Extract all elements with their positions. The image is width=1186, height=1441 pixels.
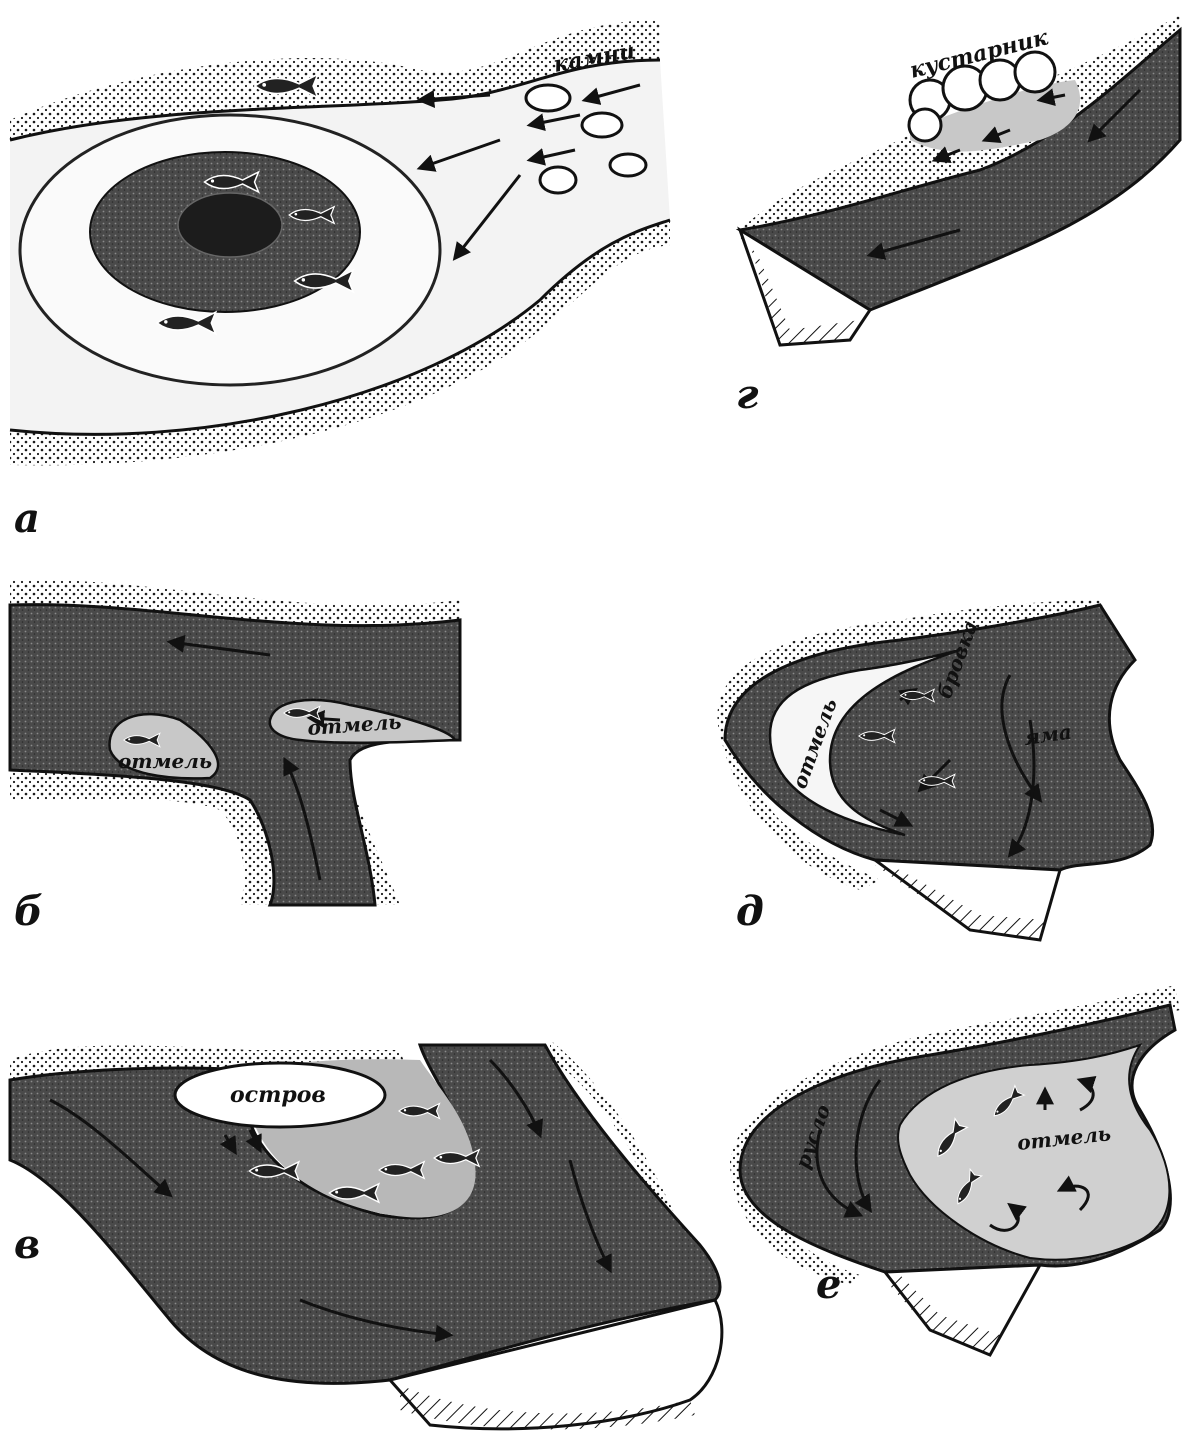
panel-a: камни а — [10, 20, 670, 542]
panel-v: остров в — [10, 1040, 722, 1429]
stone-icon — [610, 154, 646, 176]
label-island: остров — [230, 1082, 326, 1108]
pool-deepest-a — [178, 193, 282, 257]
panel-g: кустарник г — [736, 15, 1180, 418]
panel-letter-a: а — [14, 495, 40, 542]
panel-d: отмель бровка яма д — [717, 600, 1152, 940]
panel-letter-e: е — [816, 1261, 841, 1308]
label-shoal-b-1: отмель — [118, 749, 212, 773]
panel-b: отмель отмель б — [10, 580, 460, 935]
panel-letter-b: б — [14, 888, 43, 935]
stone-icon — [540, 167, 576, 193]
panel-letter-d: д — [736, 888, 764, 935]
stone-icon — [582, 113, 622, 137]
panel-e: русло отмель е — [730, 985, 1180, 1355]
panel-letter-g: г — [736, 371, 759, 418]
stone-icon — [526, 85, 570, 111]
panel-letter-v: в — [14, 1221, 40, 1268]
